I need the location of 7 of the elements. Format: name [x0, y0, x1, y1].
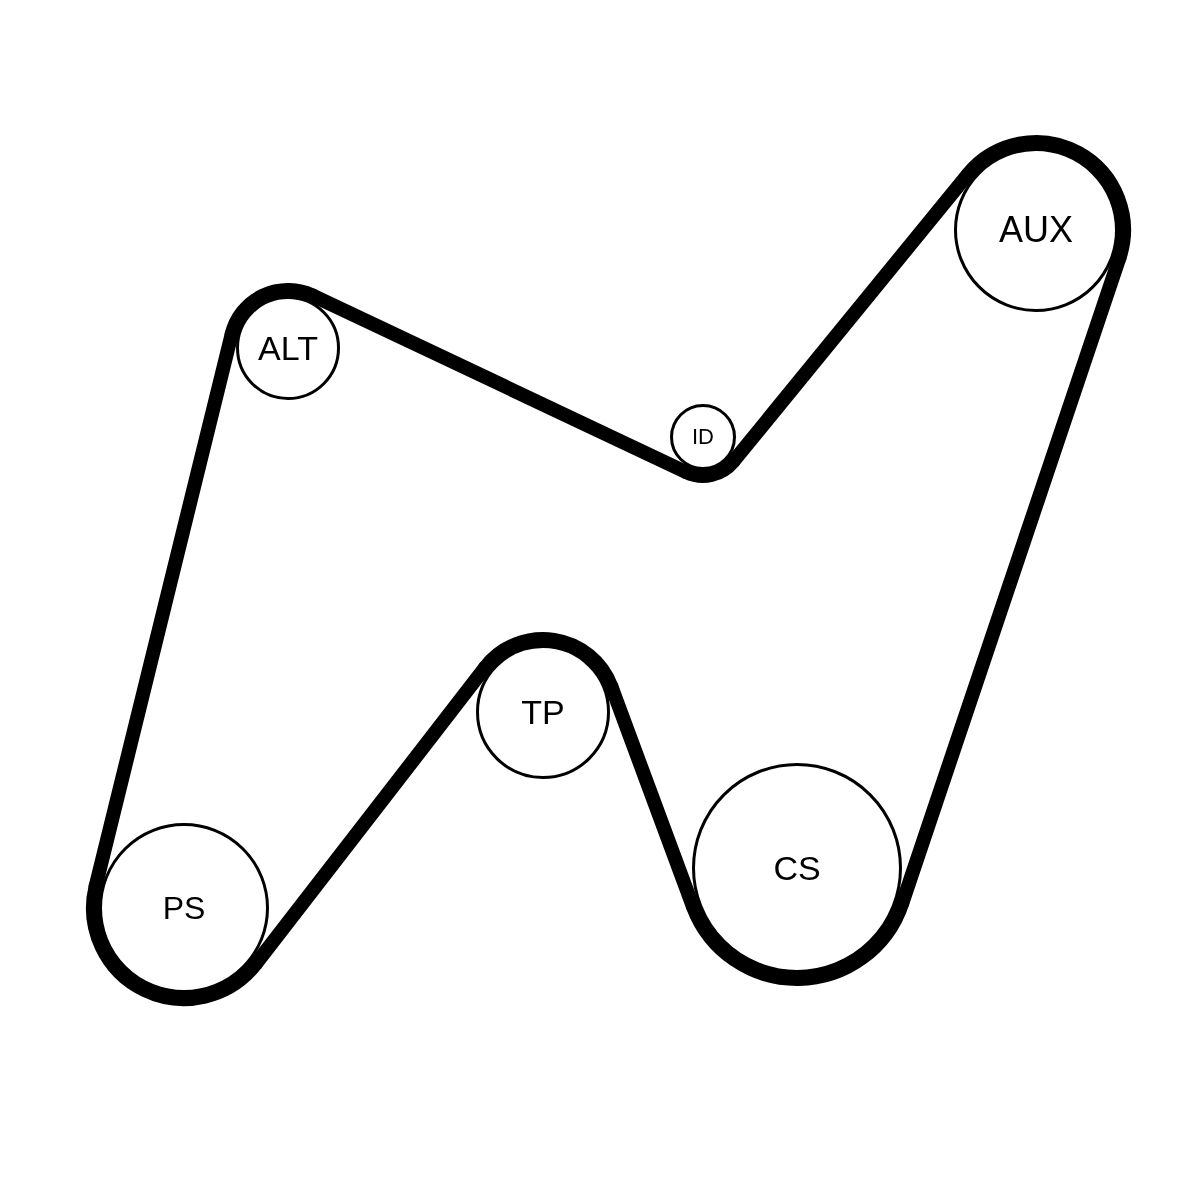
pulley-label: ID: [692, 426, 714, 448]
pulley-label: ALT: [258, 331, 318, 365]
pulley-label: AUX: [999, 212, 1073, 248]
belt-segment: [604, 679, 700, 914]
pulley-label: PS: [162, 892, 206, 924]
pulley-label: CS: [773, 851, 821, 885]
pulley-label: TP: [521, 695, 565, 729]
